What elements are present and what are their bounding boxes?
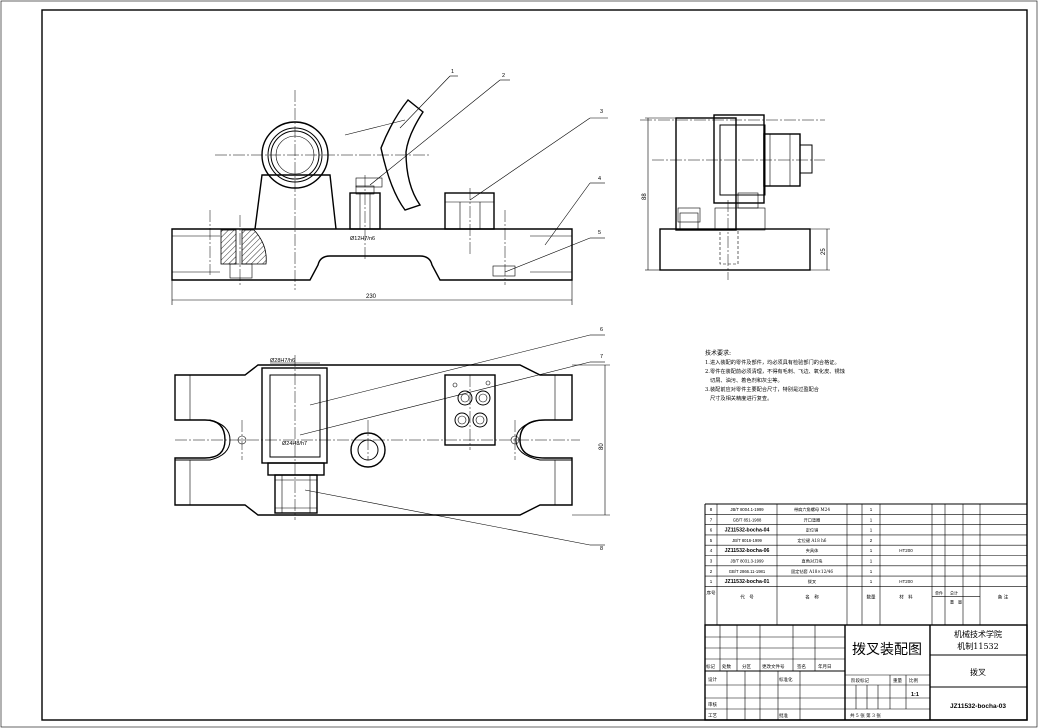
bom-cell: JB/T 8031.3-1999 [730, 559, 764, 564]
label-standard: 标准化 [779, 676, 793, 683]
bom-cell: GB/T 851-1988 [733, 517, 762, 522]
bom-cell: JB/T 8016-1999 [732, 538, 762, 543]
label-design: 设计 [708, 676, 717, 683]
bom-cell: 数量 [867, 593, 876, 600]
dim-fit-pin: Ø12H7/n6 [350, 236, 375, 242]
front-view: Ø12H7/n6 230 [171, 90, 573, 305]
bom-cell: JZ11532-bocha-06 [725, 548, 770, 554]
bom-cell: 4 [710, 548, 713, 553]
bom-cell: 1 [870, 507, 873, 512]
bom-cell: 序号 [707, 589, 716, 596]
tech-note-line: 2.零件在装配前必须清理，不得有毛刺、飞边、氧化皮、锈蚀 [705, 367, 845, 375]
balloon-8: 8 [600, 546, 603, 552]
dim-fit-bushing: Ø24H8/h7 [282, 441, 307, 447]
bom-cell: 固定钻套 A18×12/46 [791, 568, 833, 575]
bom-cell: 6 [710, 528, 713, 533]
label-weight: 重量 [893, 677, 902, 684]
bom-cell: 2 [710, 569, 713, 574]
balloon-7: 7 [600, 354, 603, 360]
label-zone: 分区 [742, 663, 751, 670]
tech-note-line: 尺寸及相关精度进行复查。 [710, 394, 772, 402]
label-sign: 签名 [797, 663, 806, 670]
balloon-1: 1 [451, 69, 454, 75]
bom-cell: 开口垫圈 [804, 516, 821, 523]
bom-table: 8 JB/T 8004.1-1999 带肩六角螺母 M24 1 7 GB/T 851-19… [704, 503, 1028, 625]
label-scale: 比例 [909, 677, 918, 684]
bom-cell: 代 号 [740, 593, 754, 600]
balloon-6: 6 [600, 327, 603, 333]
label-date: 年月日 [818, 663, 832, 670]
balloon-5: 5 [598, 230, 601, 236]
bom-cell: 名 称 [805, 593, 819, 600]
label-review: 审核 [708, 701, 717, 708]
tech-notes-title: 技术要求: [705, 349, 731, 357]
bom-cell: 1 [870, 528, 873, 533]
bom-cell: 1 [870, 569, 873, 574]
bom-cell: 1 [870, 559, 873, 564]
bom-cell: 7 [710, 517, 713, 522]
drawing-title: 拨叉装配图 [852, 642, 922, 658]
bom-cell: 1 [870, 579, 873, 584]
bom-cell: JZ11532-bocha-01 [725, 579, 770, 585]
bom-cell: 材 料 [899, 593, 913, 600]
bom-cell: 定位销 [806, 527, 819, 534]
balloon-leaders-top [344, 75, 608, 273]
label-change-doc: 更改文件号 [762, 663, 785, 670]
bom-cell: 1 [710, 579, 713, 584]
bom-cell: HT200 [899, 548, 913, 553]
dim-length: 230 [366, 294, 377, 300]
bom-cell: 直角对刀块 [802, 558, 824, 565]
balloon-4: 4 [598, 176, 601, 182]
bom-cell: 8 [710, 507, 713, 512]
dim-height: 88 [642, 193, 648, 200]
label-mark: 标记 [706, 663, 715, 670]
balloon-leaders-bottom [299, 334, 605, 546]
class-name: 机制11532 [957, 641, 998, 651]
bom-cell: HT200 [899, 579, 913, 584]
bom-cell: 单件 [935, 589, 943, 595]
label-count: 处数 [722, 663, 731, 670]
bom-cell: 2 [870, 538, 873, 543]
drawing-number: JZ11532-bocha-03 [950, 703, 1006, 710]
bom-cell: 1 [870, 548, 873, 553]
bom-cell: 重 量 [950, 598, 962, 604]
title-block: 标记 处数 分区 更改文件号 签名 年月日 设计 标准化 审核 工艺 批准 阶段… [704, 624, 1028, 721]
bom-cell: 1 [870, 517, 873, 522]
label-process: 工艺 [708, 713, 717, 719]
balloon-2: 2 [502, 73, 505, 79]
bom-cell: 带肩六角螺母 M24 [794, 506, 830, 513]
tech-note-line: 切屑、油污、着色剂和灰尘等。 [710, 376, 783, 384]
bom-cell: 定位键 A18 h6 [798, 537, 827, 544]
dim-fit-shaft: Ø28H7/h6 [270, 358, 295, 364]
dim-width: 80 [599, 443, 605, 450]
bom-cell: 夹具体 [806, 547, 819, 554]
sheet-count: 共 5 张 第 3 张 [850, 712, 881, 719]
school-name: 机械技术学院 [954, 629, 1002, 639]
top-view: Ø28H7/h6 Ø24H8/h7 80 [174, 355, 610, 520]
part-name: 拨叉 [970, 667, 986, 677]
dim-base-height: 25 [821, 248, 827, 255]
bom-cell: JZ11532-bocha-04 [725, 528, 770, 534]
tech-note-line: 3.装配前应对零件主要配合尺寸，特别是过盈配合 [705, 385, 820, 393]
bom-cell: 3 [710, 559, 713, 564]
bom-cell: GB/T 2866.11-1981 [729, 569, 766, 574]
inner-frame [41, 9, 1028, 721]
bom-cell: 总计 [950, 589, 958, 595]
side-view: 88 25 [640, 114, 830, 280]
bom-cell: 5 [710, 538, 713, 543]
bom-cell: 拨叉 [808, 578, 817, 585]
bom-cell: JB/T 8004.1-1999 [730, 507, 764, 512]
label-approve: 批准 [779, 712, 788, 719]
tech-note-line: 1.进入装配的零件及部件，均必须具有检验部门的合格证。 [705, 358, 840, 366]
technical-requirements: 技术要求: 1.进入装配的零件及部件，均必须具有检验部门的合格证。 2.零件在装… [705, 349, 845, 402]
balloon-3: 3 [600, 109, 603, 115]
scale-value: 1:1 [911, 692, 919, 698]
bom-cell: 备 注 [998, 593, 1009, 600]
label-stage: 阶段标记 [851, 677, 869, 684]
